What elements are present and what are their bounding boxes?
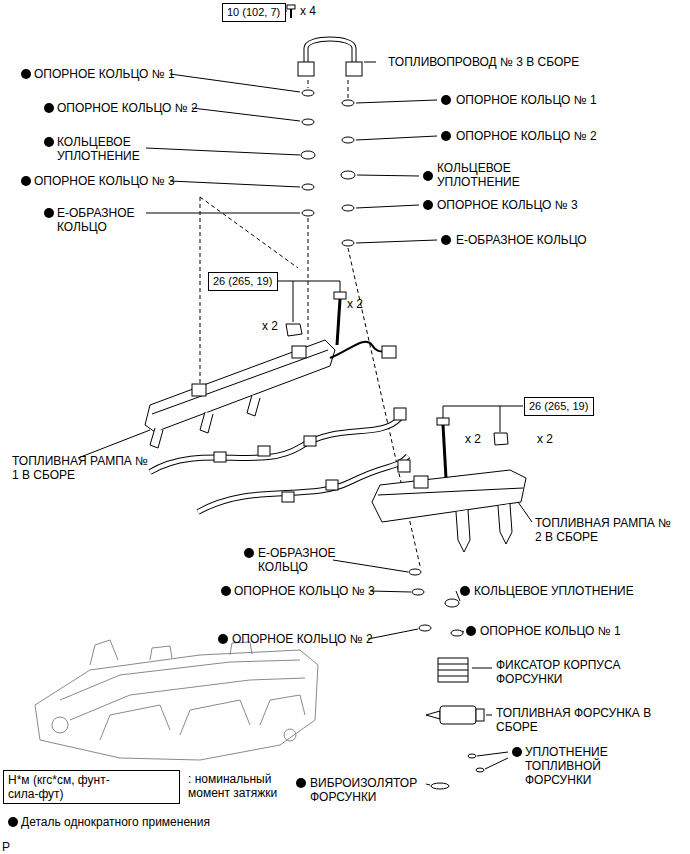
torque-spec-box: 26 (265, 19)	[208, 272, 278, 291]
part-label: ОПОРНОЕ КОЛЬЦО № 3	[234, 584, 375, 598]
single-use-dot	[460, 586, 470, 596]
quantity-mark: x 4	[300, 4, 316, 18]
part-label: КОЛЬЦЕВОЕ УПЛОТНЕНИЕ	[474, 584, 634, 598]
part-label: ОПОРНОЕ КОЛЬЦО № 2	[57, 101, 198, 115]
part-label: Е-ОБРАЗНОЕ КОЛЬЦО	[456, 233, 587, 247]
single-use-dot	[218, 634, 228, 644]
torque-spec-box: 10 (102, 7)	[222, 3, 286, 22]
torque-value: 10 (102, 7)	[227, 6, 281, 19]
single-use-dot	[21, 176, 31, 186]
part-label: КОЛЬЦЕВОЕ УПЛОТНЕНИЕ	[57, 135, 152, 163]
part-label: ОПОРНОЕ КОЛЬЦО № 3	[437, 198, 578, 212]
part-label: ОПОРНОЕ КОЛЬЦО № 3	[34, 174, 175, 188]
single-use-dot	[441, 95, 451, 105]
single-use-dot	[44, 137, 54, 147]
quantity-mark: x 2	[537, 432, 553, 446]
part-label: ТОПЛИВНАЯ РАМПА № 2 В СБОРЕ	[535, 516, 675, 544]
part-label: КОЛЬЦЕВОЕ УПЛОТНЕНИЕ	[437, 161, 532, 189]
part-label: ОПОРНОЕ КОЛЬЦО № 1	[480, 624, 621, 638]
single-use-dot	[423, 200, 433, 210]
single-use-dot	[44, 103, 54, 113]
torque-spec-box: 26 (265, 19)	[524, 397, 594, 416]
legend-torque-box: Н*м (кгс*см, фунт-сила-фут)	[3, 770, 180, 804]
part-label: ОПОРНОЕ КОЛЬЦО № 2	[456, 129, 597, 143]
torque-value: 26 (265, 19)	[213, 275, 273, 288]
quantity-mark: x 2	[262, 319, 278, 333]
torque-value: 26 (265, 19)	[529, 400, 589, 413]
part-label: Е-ОБРАЗНОЕ КОЛЬЦО	[258, 546, 358, 574]
legend-text: Деталь однократного применения	[21, 815, 210, 829]
quantity-mark: x 2	[347, 297, 363, 311]
single-use-dot	[441, 131, 451, 141]
part-label: ОПОРНОЕ КОЛЬЦО № 2	[232, 632, 373, 646]
part-label: ФИКСАТОР КОРПУСА ФОРСУНКИ	[496, 658, 636, 686]
single-use-dot	[244, 548, 254, 558]
part-label: УПЛОТНЕНИЕ ТОПЛИВНОЙ ФОРСУНКИ	[525, 745, 617, 787]
part-label: ТОПЛИВНАЯ ФОРСУНКА В СБОРЕ	[496, 706, 671, 734]
single-use-dot	[296, 778, 306, 788]
part-label: P	[2, 840, 10, 854]
legend-text: : номинальный момент затяжки	[188, 772, 298, 800]
single-use-dot	[44, 208, 54, 218]
part-label: ТОПЛИВНАЯ РАМПА № 1 В СБОРЕ	[12, 454, 152, 482]
part-label: Е-ОБРАЗНОЕ КОЛЬЦО	[57, 206, 152, 234]
legend-unit-text: Н*м (кгс*см, фунт-сила-фут)	[8, 773, 138, 801]
single-use-dot	[441, 235, 451, 245]
part-label: ОПОРНОЕ КОЛЬЦО № 1	[34, 67, 175, 81]
part-label: ВИБРОИЗОЛЯТОР ФОРСУНКИ	[310, 776, 430, 804]
single-use-dot	[21, 69, 31, 79]
single-use-dot	[8, 817, 18, 827]
single-use-dot	[221, 586, 231, 596]
part-label: ОПОРНОЕ КОЛЬЦО № 1	[456, 93, 597, 107]
quantity-mark: x 2	[465, 432, 481, 446]
part-label: ТОПЛИВОПРОВОД № 3 В СБОРЕ	[388, 55, 579, 69]
single-use-dot	[423, 171, 433, 181]
single-use-dot	[466, 626, 476, 636]
single-use-dot	[512, 747, 522, 757]
